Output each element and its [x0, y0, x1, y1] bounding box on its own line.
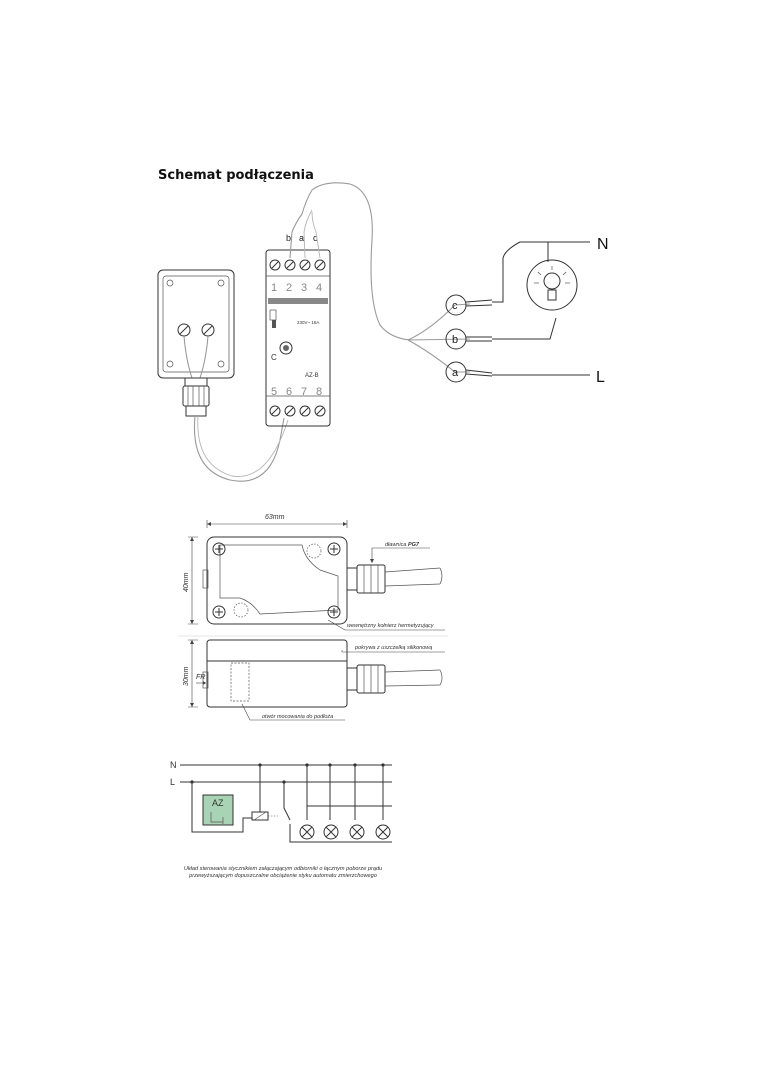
sensor-probe-box [157, 269, 235, 417]
gasket-label: wewnętrzny kołnierz hermetyzujący [347, 623, 435, 629]
depth-dimension [188, 639, 198, 708]
connector-b [445, 328, 467, 350]
knob-label: C [271, 353, 277, 362]
az-label: AZ [212, 798, 224, 808]
connector-a [445, 361, 467, 383]
terminal-8: 8 [316, 386, 322, 398]
label-l: L [596, 369, 605, 386]
cover-label: pokrywa z uszczelką silikonową [354, 645, 432, 651]
page-title: Schemat podłączenia [158, 168, 314, 183]
lamp-4-icon [375, 824, 391, 840]
sensitivity-knob [279, 341, 293, 355]
wire-label-c: c [313, 233, 318, 243]
top-screws [269, 259, 326, 271]
main-cable [289, 182, 411, 341]
wire-to-a [407, 339, 470, 373]
model-label: AZ-B [305, 373, 319, 379]
lamp-1-icon [299, 824, 315, 840]
terminal-1: 1 [271, 282, 277, 294]
depth-label: 30mm [183, 666, 190, 686]
az-block [202, 794, 234, 826]
terminal-2: 2 [286, 282, 292, 294]
terminal-4: 4 [316, 282, 322, 294]
wire-label-b: b [286, 233, 291, 243]
wire-label-a: a [299, 233, 304, 243]
line-n [492, 241, 590, 303]
rating-label: 230V~ 16A [297, 320, 319, 325]
height-label: 40mm [183, 572, 190, 592]
circuit-l-label: L [170, 777, 175, 787]
circuit-n-label: N [170, 760, 177, 770]
lamp-2-icon [323, 824, 339, 840]
enclosure-top-view [202, 536, 443, 625]
wire-to-b [407, 338, 471, 341]
height-dimension [188, 536, 198, 625]
terminal-5: 5 [271, 386, 277, 398]
mount-label: otwór mocowania do podłoża [262, 714, 333, 720]
brand-strip [268, 298, 328, 304]
connector-c-label: c [452, 300, 458, 312]
fr-label: FR [196, 674, 205, 681]
enclosure-side-view [202, 639, 443, 708]
probe-cable [193, 415, 285, 482]
caption-line-1: Układ sterowania stycznikiem załączający… [183, 866, 383, 872]
terminal-3: 3 [301, 282, 307, 294]
bottom-screws [269, 405, 326, 417]
label-n: N [597, 236, 609, 253]
caption-line-2: przewyższającym dopuszczalne obciążenie … [189, 873, 377, 879]
contactor-circuit: N L AZ [170, 760, 392, 843]
width-dimension [206, 520, 348, 528]
az-b-device: 1 2 3 4 5 6 7 8 230V~ 16A C AZ-B [265, 249, 331, 427]
connector-c [445, 294, 467, 316]
terminal-6: 6 [286, 386, 292, 398]
connector-a-label: a [452, 367, 459, 379]
width-label: 63mm [265, 514, 285, 521]
lamp-3-icon [349, 824, 365, 840]
gland-label: dławnica PG7 [385, 542, 420, 548]
light-bulb-icon [526, 259, 578, 311]
wire-to-c [407, 303, 471, 341]
terminal-7: 7 [301, 386, 307, 398]
connector-b-label: b [452, 334, 458, 346]
circuit-caption: Układ sterowania stycznikiem załączający… [158, 866, 408, 880]
